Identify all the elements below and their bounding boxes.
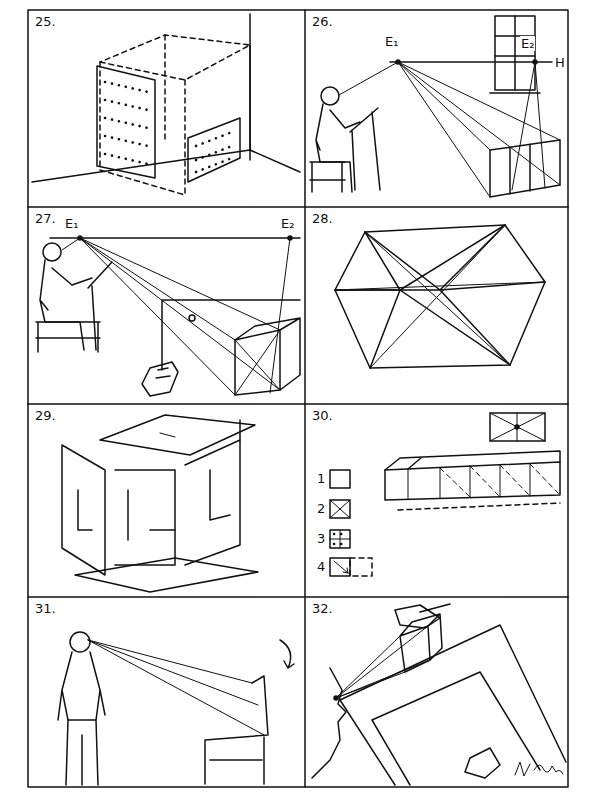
step-number: 3 bbox=[316, 531, 326, 546]
step-number: 4 bbox=[316, 559, 326, 574]
panel-number: 28. bbox=[311, 211, 334, 226]
panel-number: 25. bbox=[34, 14, 57, 29]
panel-number: 31. bbox=[34, 601, 57, 616]
panel-number: 29. bbox=[34, 408, 57, 423]
step-number: 1 bbox=[316, 471, 326, 486]
point-label: E₂ bbox=[280, 216, 295, 231]
point-label: H bbox=[554, 55, 566, 70]
point-label: E₂ bbox=[520, 36, 535, 51]
point-label: E₁ bbox=[384, 34, 399, 49]
panel-number: 26. bbox=[311, 14, 334, 29]
point-label: E₁ bbox=[64, 216, 79, 231]
panel-number: 30. bbox=[311, 408, 334, 423]
step-number: 2 bbox=[316, 501, 326, 516]
panel-number: 27. bbox=[34, 211, 57, 226]
panel-number: 32. bbox=[311, 601, 334, 616]
